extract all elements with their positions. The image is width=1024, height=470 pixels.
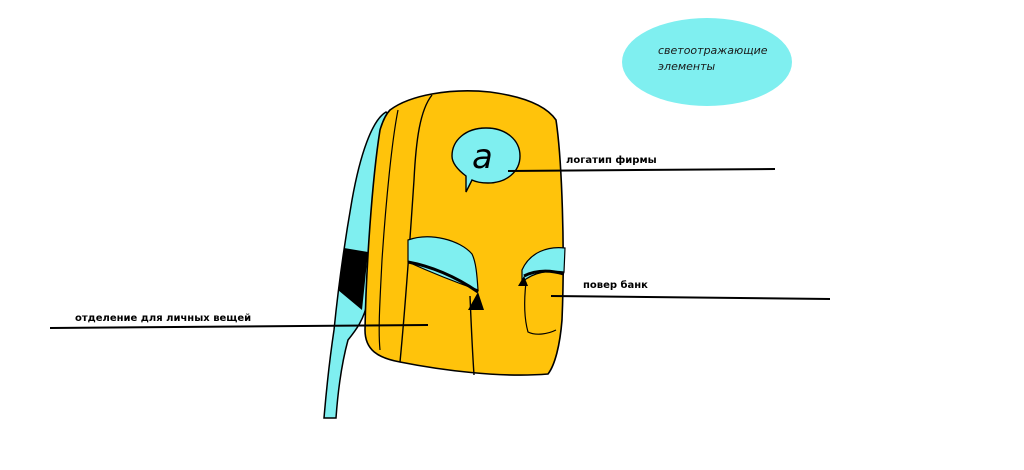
powerbank-label: повер банк (583, 279, 648, 291)
left-zipper-pull (468, 292, 484, 310)
center-zipper-line (469, 295, 475, 376)
logo-leader-line (507, 168, 776, 172)
left-pocket-trim (407, 236, 479, 291)
right-zipper-arc (523, 269, 565, 278)
callout-text-line1: светоотражающие (658, 44, 768, 57)
callout-ellipse (622, 18, 792, 106)
callout-text-line2: элементы (658, 60, 716, 73)
pocket-label: отделение для личных вещей (75, 313, 251, 324)
powerbank-pocket (524, 281, 557, 335)
logo-bubble (451, 127, 521, 193)
left-zipper-arc (407, 260, 479, 294)
reflective-elements-callout: светоотражающие элементы (622, 18, 792, 106)
strap-buckle (338, 248, 368, 310)
logo: a (451, 127, 521, 193)
pocket-leader-line (49, 324, 429, 329)
logo-letter: a (472, 137, 493, 177)
powerbank-leader-line (550, 295, 831, 300)
logo-label: логатип фирмы (566, 154, 657, 166)
front-panel-seam (399, 94, 433, 363)
